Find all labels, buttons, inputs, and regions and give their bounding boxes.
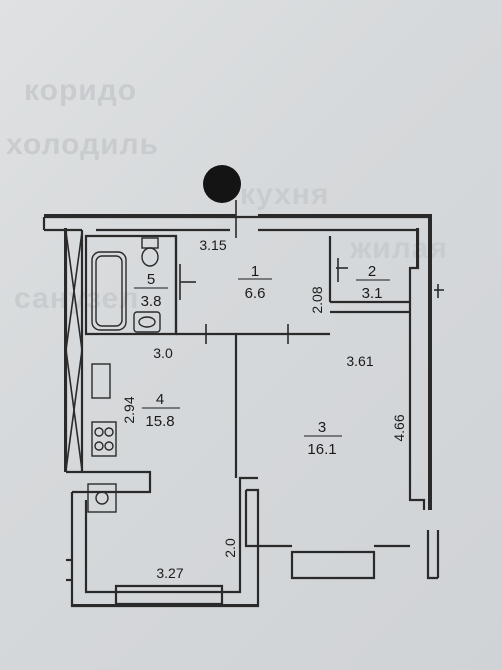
room-2-area: 3.1 — [362, 285, 383, 302]
dimension-room1-height: 2.08 — [309, 286, 325, 313]
room-5-number: 5 — [147, 271, 155, 288]
kitchen-appliances — [87, 363, 117, 513]
punch-hole — [203, 165, 241, 203]
dimension-kitchen-side: 2.94 — [121, 396, 137, 423]
room-4-number: 4 — [156, 391, 164, 408]
thick-walls — [44, 214, 432, 607]
walls — [42, 215, 440, 608]
room-3-area: 16.1 — [307, 441, 336, 458]
ventilation-shaft — [65, 231, 83, 471]
bathtub — [91, 251, 127, 331]
room-5-area: 3.8 — [141, 293, 162, 310]
room-1-area: 6.6 — [245, 285, 266, 302]
dimension-kitchen-inner: 2.0 — [222, 538, 238, 558]
toilet — [141, 237, 159, 267]
room-4-area: 15.8 — [145, 413, 174, 430]
ghost-text-2: холодиль — [6, 128, 160, 161]
room-2-number: 2 — [368, 263, 376, 280]
door-marks — [179, 200, 444, 344]
ghost-text-1: коридо — [24, 74, 138, 107]
dimension-kitchen-bottom: 3.27 — [156, 565, 183, 581]
dimension-room3-width: 3.61 — [346, 353, 373, 369]
dimension-kitchen-top: 3.0 — [153, 345, 173, 361]
dimension-room3-height: 4.66 — [391, 414, 407, 441]
room-1-number: 1 — [251, 263, 259, 280]
sink — [133, 311, 161, 333]
ghost-text-3: кухня — [240, 178, 330, 211]
room-3-number: 3 — [318, 419, 326, 436]
dimension-room1-width: 3.15 — [199, 237, 226, 253]
